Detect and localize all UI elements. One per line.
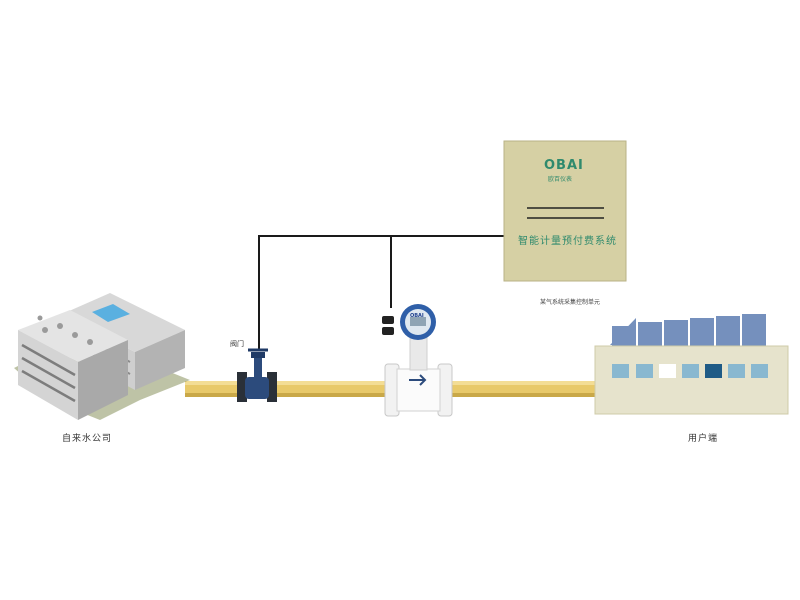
meter-brand: OBAI: [410, 313, 424, 319]
cabinet-title: 智能计量预付费系统: [518, 236, 617, 247]
water-company-label: 自来水公司: [62, 434, 113, 444]
user-end-label: 用户端: [688, 434, 719, 444]
control-unit-label: 某气系统采集控制单元: [540, 299, 601, 306]
control-cabinet: [503, 140, 627, 282]
cabinet-logo-subtitle: 欧百仪表: [548, 176, 573, 183]
factory-icon: [594, 314, 789, 415]
valve-icon: [237, 348, 277, 402]
flow-arrow-icon: [409, 374, 427, 386]
water-company-building-icon: [14, 293, 190, 420]
flowmeter-icon: [382, 304, 453, 417]
cabinet-logo: OBAI: [544, 158, 584, 173]
signal-wires: [258, 235, 504, 350]
valve-label: 阀门: [230, 340, 244, 348]
